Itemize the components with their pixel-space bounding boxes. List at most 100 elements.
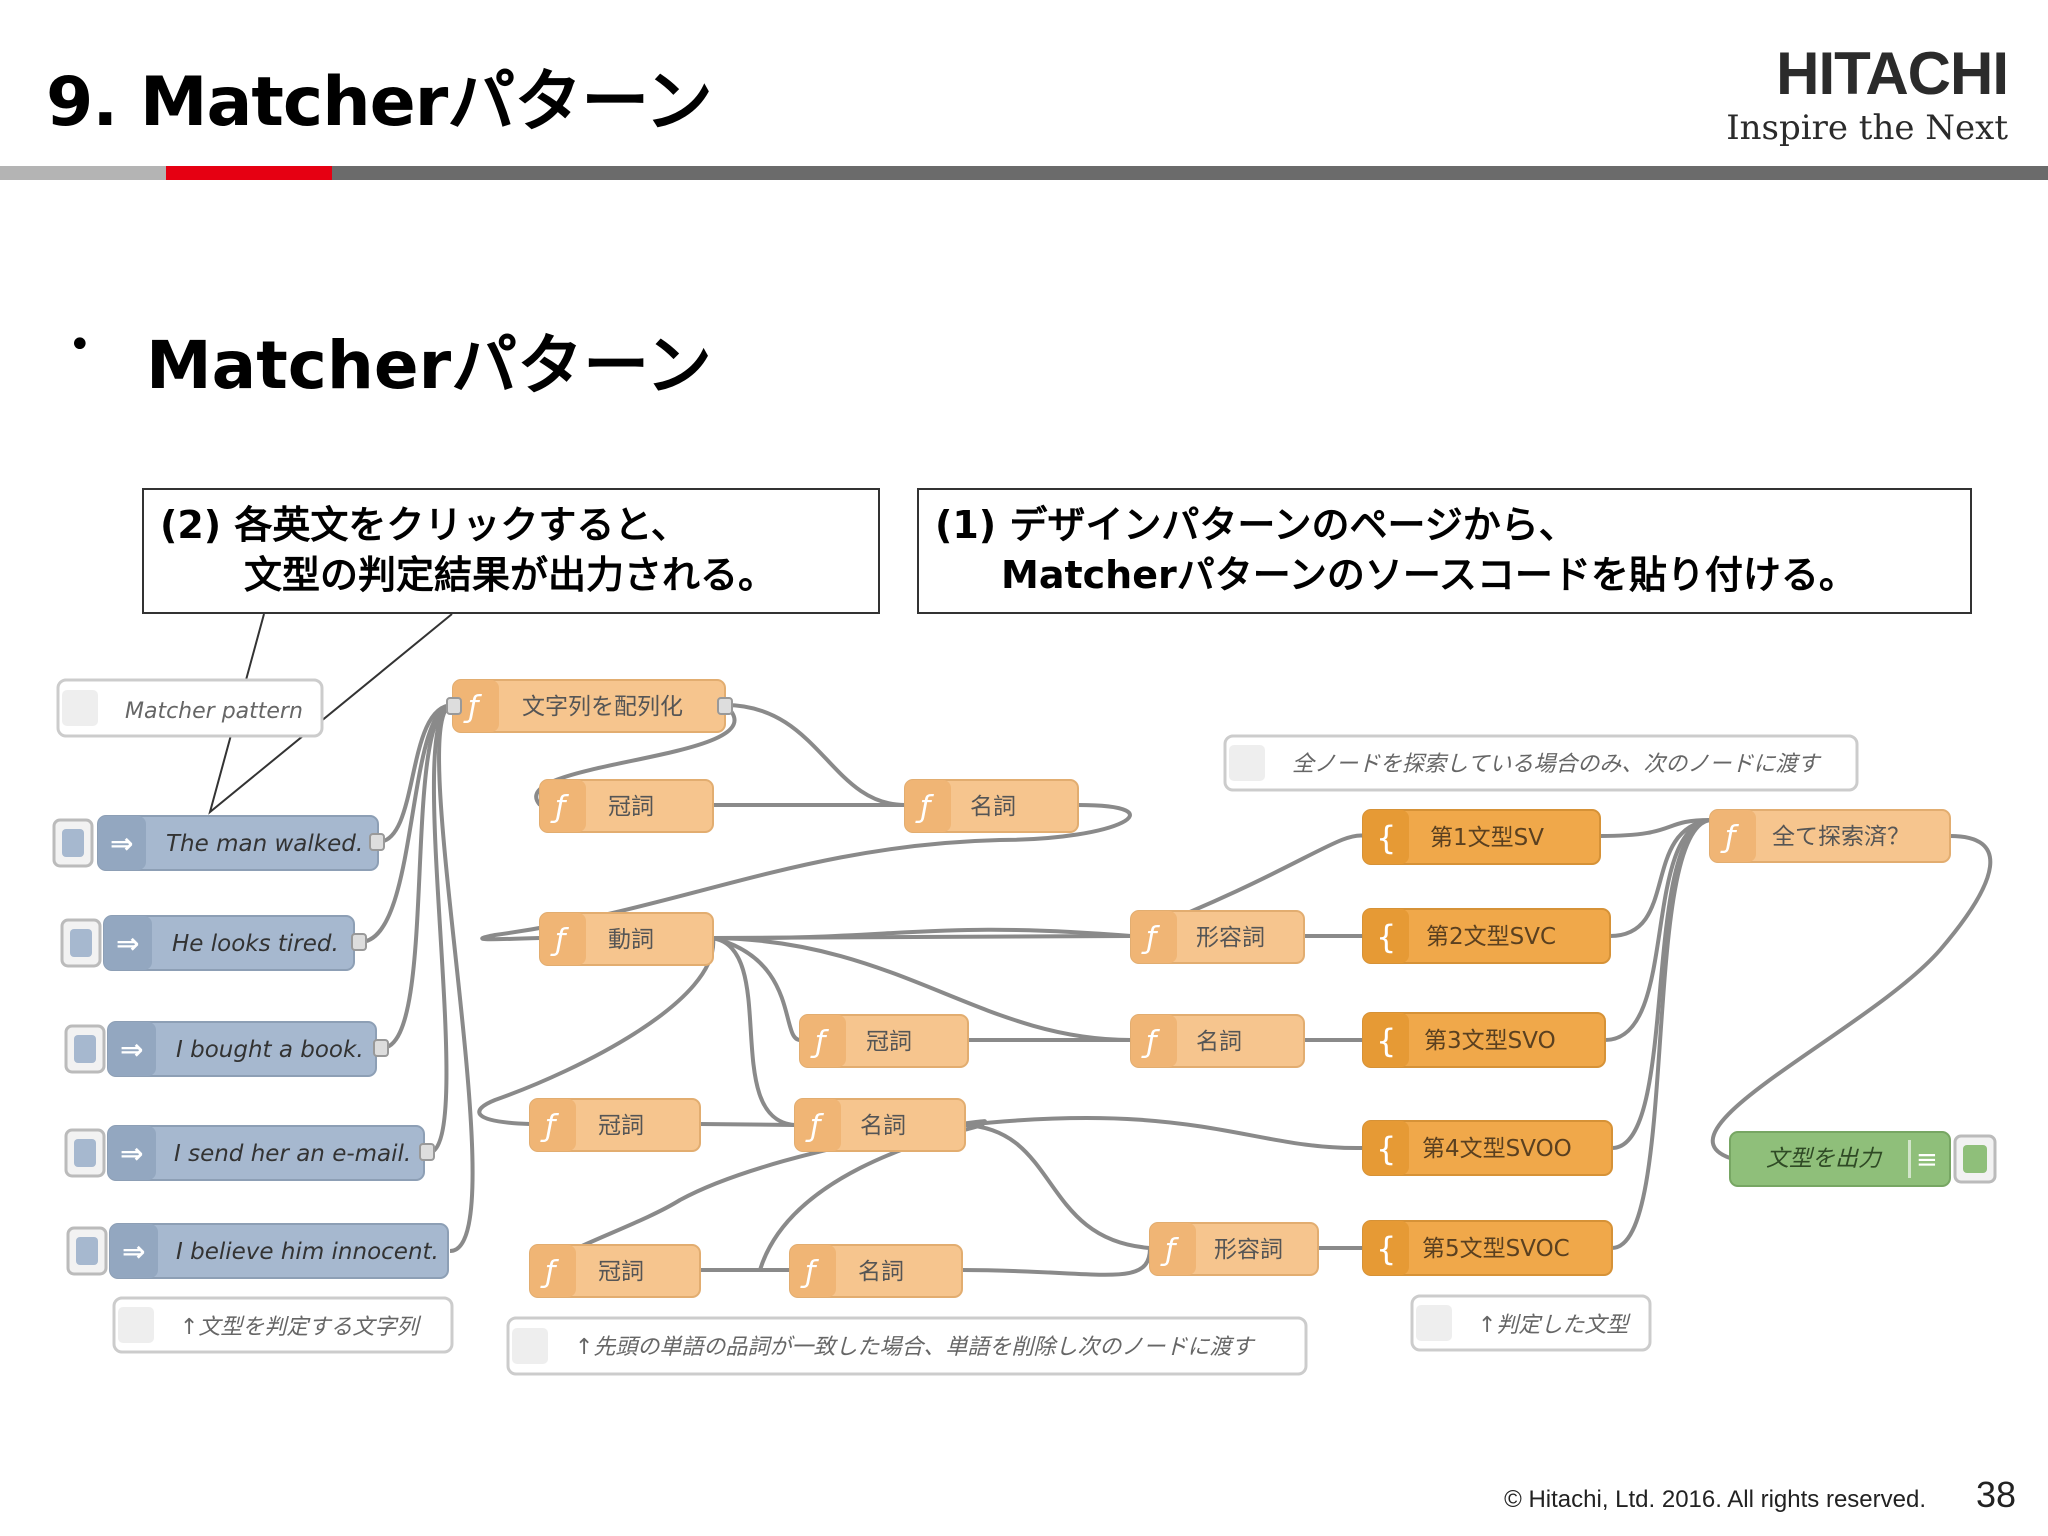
- function-label: 冠詞: [608, 794, 654, 820]
- hitachi-logo: HITACHI Inspire the Next: [1726, 40, 2009, 149]
- debug-label: 文型を出力: [1766, 1146, 1883, 1172]
- copyright: © Hitachi, Ltd. 2016. All rights reserve…: [1504, 1486, 1926, 1513]
- function-node[interactable]: ƒ 名詞: [904, 779, 1079, 833]
- function-icon: ƒ: [550, 923, 569, 958]
- switch-node[interactable]: { 第2文型SVC: [1362, 908, 1611, 964]
- inject-label: He looks tired.: [172, 931, 339, 957]
- function-label: 名詞: [858, 1259, 904, 1285]
- function-label: 冠詞: [598, 1259, 644, 1285]
- function-icon: ƒ: [1160, 1233, 1179, 1268]
- callout-line: 文型の判定結果が出力される。: [244, 553, 777, 597]
- switch-node[interactable]: { 第5文型SVOC: [1362, 1220, 1613, 1276]
- function-label: 名詞: [1196, 1029, 1242, 1055]
- arrow-right-icon: ⇒: [120, 1033, 143, 1066]
- slide-title: 9. Matcherパターン: [46, 63, 713, 142]
- brand-tagline: Inspire the Next: [1726, 108, 2008, 148]
- function-node[interactable]: ƒ 名詞: [1130, 1014, 1305, 1068]
- function-label: 冠詞: [598, 1113, 644, 1139]
- function-label: 動詞: [608, 927, 654, 953]
- comment-label: ↑先頭の単語の品詞が一致した場合、単語を削除し次のノードに渡す: [575, 1335, 1256, 1360]
- bullet-heading: Matcherパターン: [146, 327, 712, 404]
- function-icon: ƒ: [463, 690, 482, 725]
- comment-label: ↑判定した文型: [1478, 1313, 1631, 1338]
- switch-label: 第4文型SVOO: [1422, 1136, 1572, 1162]
- function-node[interactable]: ƒ 形容詞: [1130, 910, 1305, 964]
- comment-label: Matcher pattern: [125, 699, 303, 724]
- branch-icon: {: [1376, 1022, 1396, 1060]
- branch-icon: {: [1376, 1230, 1396, 1268]
- comment-node[interactable]: ↑判定した文型: [1410, 1294, 1652, 1352]
- inject-label: The man walked.: [166, 831, 363, 857]
- brand-name: HITACHI: [1776, 40, 2009, 107]
- function-label: 文字列を配列化: [522, 694, 683, 720]
- switch-node[interactable]: { 第3文型SVO: [1362, 1012, 1606, 1068]
- debug-node[interactable]: 文型を出力 ≡: [1729, 1131, 1997, 1187]
- function-node[interactable]: ƒ 形容詞: [1149, 1222, 1319, 1276]
- switch-label: 第2文型SVC: [1426, 924, 1556, 950]
- function-node[interactable]: ƒ 動詞: [539, 912, 714, 966]
- function-node[interactable]: ƒ 名詞: [789, 1244, 963, 1298]
- function-icon: ƒ: [805, 1109, 824, 1144]
- header-rule: [0, 166, 2048, 180]
- branch-icon: {: [1376, 819, 1396, 857]
- branch-icon: {: [1376, 1130, 1396, 1168]
- switch-label: 第5文型SVOC: [1422, 1236, 1570, 1262]
- function-node[interactable]: ƒ 冠詞: [529, 1098, 701, 1152]
- arrow-right-icon: ⇒: [116, 927, 139, 960]
- callout-line: (2) 各英文をクリックすると、: [160, 503, 689, 547]
- switch-node[interactable]: { 第4文型SVOO: [1362, 1120, 1613, 1176]
- function-label: 形容詞: [1196, 925, 1265, 951]
- comment-label: ↑文型を判定する文字列: [180, 1315, 421, 1340]
- function-icon: ƒ: [540, 1255, 559, 1290]
- header-rule-light-segment: [0, 166, 166, 180]
- callout-line: (1) デザインパターンのページから、: [935, 503, 1577, 547]
- inject-node[interactable]: ⇒ The man walked.: [52, 815, 385, 871]
- function-label: 名詞: [860, 1113, 906, 1139]
- inject-label: I send her an e-mail.: [174, 1141, 411, 1167]
- comment-node[interactable]: ↑先頭の単語の品詞が一致した場合、単語を削除し次のノードに渡す: [506, 1316, 1308, 1376]
- header-rule-accent: [166, 166, 332, 180]
- function-node[interactable]: ƒ 名詞: [794, 1098, 966, 1152]
- comment-node[interactable]: Matcher pattern: [56, 678, 324, 738]
- function-icon: ƒ: [550, 790, 569, 825]
- comment-node[interactable]: ↑文型を判定する文字列: [112, 1296, 454, 1354]
- inject-node[interactable]: ⇒ I bought a book.: [64, 1021, 389, 1077]
- callout-click-sentence: (2) 各英文をクリックすると、 文型の判定結果が出力される。: [142, 488, 880, 614]
- function-node[interactable]: ƒ 文字列を配列化: [446, 679, 733, 733]
- inject-label: I believe him innocent.: [176, 1239, 439, 1265]
- function-icon: ƒ: [540, 1109, 559, 1144]
- function-icon: ƒ: [1141, 1025, 1160, 1060]
- function-icon: ƒ: [1141, 921, 1160, 956]
- function-label: 名詞: [970, 794, 1016, 820]
- function-node[interactable]: ƒ 冠詞: [799, 1014, 969, 1068]
- callout-paste-source: (1) デザインパターンのページから、 Matcherパターンのソースコードを貼…: [917, 488, 1972, 614]
- function-node[interactable]: ƒ 冠詞: [539, 779, 714, 833]
- callout-line: Matcherパターンのソースコードを貼り付ける。: [1001, 553, 1857, 597]
- switch-label: 第3文型SVO: [1424, 1028, 1556, 1054]
- function-node[interactable]: ƒ 冠詞: [529, 1244, 701, 1298]
- arrow-right-icon: ⇒: [110, 827, 133, 860]
- function-icon: ƒ: [810, 1025, 829, 1060]
- arrow-right-icon: ⇒: [122, 1235, 145, 1268]
- page-number: 38: [1975, 1474, 2016, 1515]
- branch-icon: {: [1376, 918, 1396, 956]
- inject-node[interactable]: ⇒ He looks tired.: [60, 915, 367, 971]
- function-node[interactable]: ƒ 全て探索済？: [1709, 809, 1951, 863]
- arrow-right-icon: ⇒: [120, 1137, 143, 1170]
- comment-label: 全ノードを探索している場合のみ、次のノードに渡す: [1292, 752, 1822, 777]
- function-icon: ƒ: [915, 790, 934, 825]
- comment-node[interactable]: 全ノードを探索している場合のみ、次のノードに渡す: [1223, 734, 1859, 792]
- function-icon: ƒ: [1720, 820, 1739, 855]
- bullet-dot: •: [68, 322, 92, 368]
- function-icon: ƒ: [800, 1255, 819, 1290]
- function-label: 冠詞: [866, 1029, 912, 1055]
- inject-node[interactable]: ⇒ I send her an e-mail.: [64, 1125, 435, 1181]
- list-icon: ≡: [1916, 1145, 1938, 1175]
- function-label: 全て探索済？: [1772, 824, 1910, 850]
- inject-node[interactable]: ⇒ I believe him innocent.: [66, 1223, 449, 1279]
- switch-label: 第1文型SV: [1430, 825, 1544, 851]
- switch-node[interactable]: { 第1文型SV: [1362, 809, 1601, 865]
- inject-label: I bought a book.: [176, 1037, 364, 1063]
- function-label: 形容詞: [1214, 1237, 1283, 1263]
